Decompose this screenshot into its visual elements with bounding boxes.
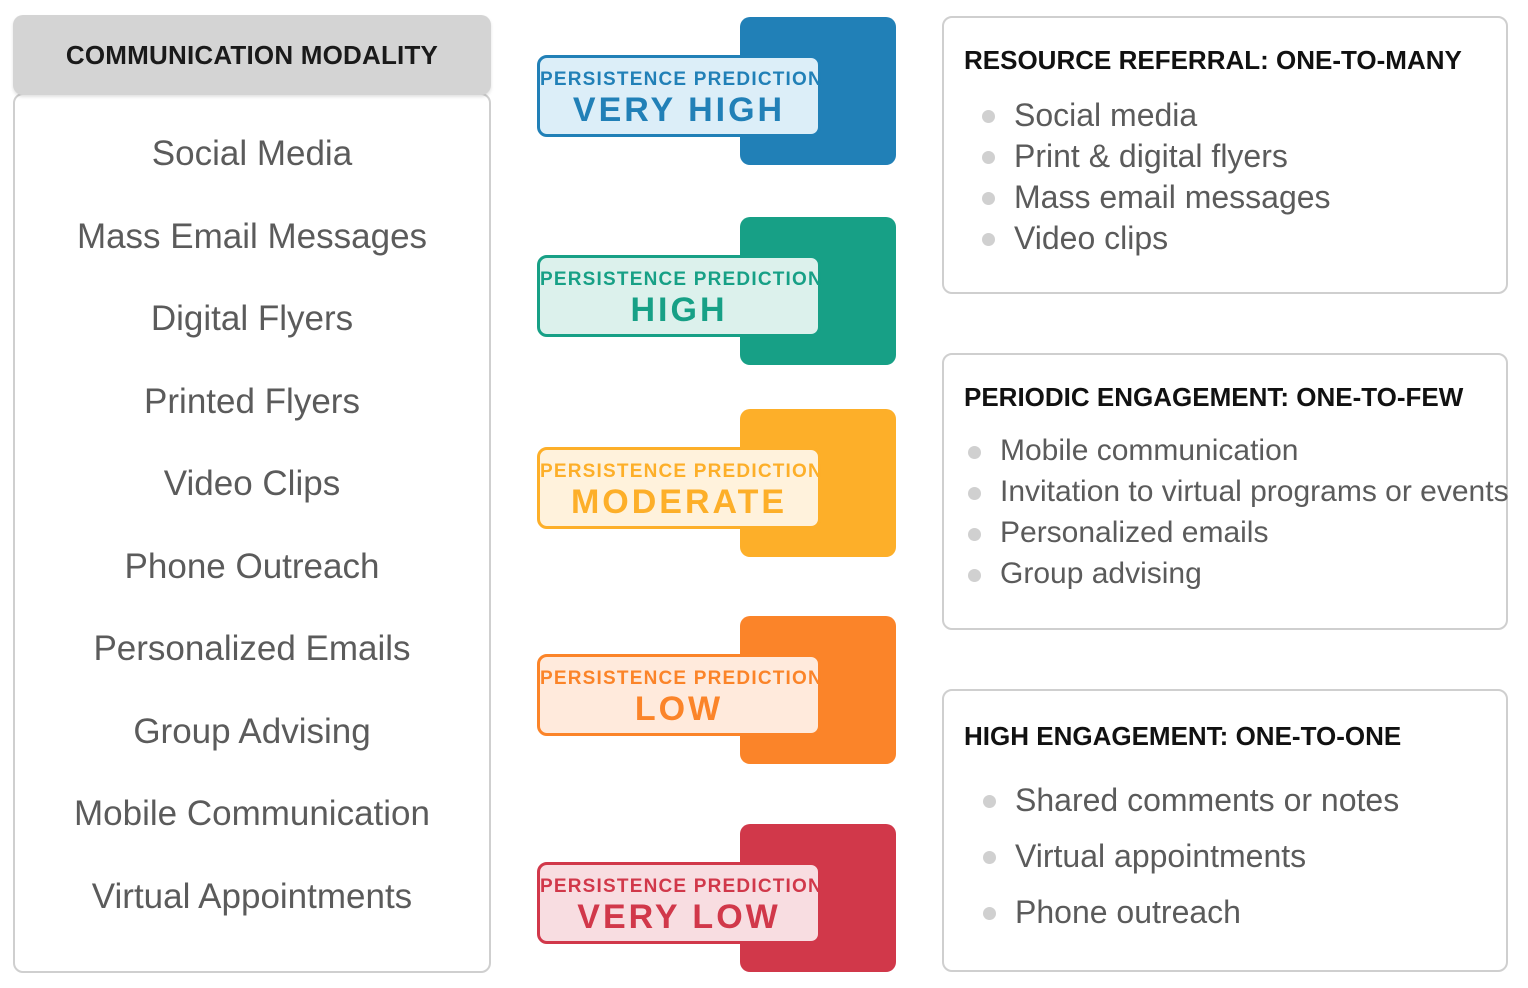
communication-modality-title: COMMUNICATION MODALITY <box>65 39 439 70</box>
high-engagement-item: Shared comments or notes <box>1015 782 1400 818</box>
modality-item-mass-email-messages: Mass Email Messages <box>76 217 428 256</box>
periodic-engagement-item: Invitation to virtual programs or events <box>1000 475 1509 508</box>
prediction-tag: PERSISTENCE PREDICTION VERY HIGH <box>537 55 823 137</box>
communication-modality-panel: COMMUNICATION MODALITY Social Media Mass… <box>13 15 491 973</box>
periodic-engagement-title: PERIODIC ENGAGEMENT: ONE-TO-FEW <box>964 382 1464 412</box>
communication-modality-list: Social Media Mass Email Messages Digital… <box>15 95 489 971</box>
prediction-badge-moderate: PERSISTENCE PREDICTION MODERATE <box>537 409 897 557</box>
modality-item-group-advising: Group Advising <box>133 712 371 751</box>
bullet-icon <box>968 446 981 459</box>
prediction-badge-very-low: PERSISTENCE PREDICTION VERY LOW <box>537 824 897 972</box>
high-engagement-title: HIGH ENGAGEMENT: ONE-TO-ONE <box>964 721 1402 751</box>
periodic-engagement-item: Mobile communication <box>1000 434 1299 467</box>
modality-item-social-media: Social Media <box>151 134 353 173</box>
prediction-tag: PERSISTENCE PREDICTION MODERATE <box>537 447 823 529</box>
high-engagement-item: Virtual appointments <box>1015 838 1307 874</box>
resource-referral-box: RESOURCE REFERRAL: ONE-TO-MANY Social me… <box>942 16 1508 294</box>
modality-item-mobile-communication: Mobile Communication <box>74 794 430 833</box>
periodic-engagement-box: PERIODIC ENGAGEMENT: ONE-TO-FEW Mobile c… <box>942 353 1509 630</box>
prediction-label: PERSISTENCE PREDICTION <box>540 876 823 897</box>
prediction-label: PERSISTENCE PREDICTION <box>540 69 823 90</box>
modality-item-printed-flyers: Printed Flyers <box>144 382 360 421</box>
modality-item-personalized-emails: Personalized Emails <box>93 629 411 668</box>
bullet-icon <box>983 795 996 808</box>
bullet-icon <box>968 569 981 582</box>
bullet-icon <box>983 851 996 864</box>
modality-item-digital-flyers: Digital Flyers <box>150 299 354 338</box>
bullet-icon <box>982 151 995 164</box>
modality-item-virtual-appointments: Virtual Appointments <box>91 877 413 916</box>
prediction-level: VERY HIGH <box>572 91 786 129</box>
prediction-label: PERSISTENCE PREDICTION <box>540 668 823 689</box>
resource-referral-item: Print & digital flyers <box>1014 138 1288 174</box>
resource-referral-title: RESOURCE REFERRAL: ONE-TO-MANY <box>964 45 1462 75</box>
communication-modality-header: COMMUNICATION MODALITY <box>13 15 491 95</box>
prediction-label: PERSISTENCE PREDICTION <box>540 461 823 482</box>
bullet-icon <box>982 233 995 246</box>
periodic-engagement-item: Group advising <box>1000 557 1202 590</box>
bullet-icon <box>982 110 995 123</box>
high-engagement-item: Phone outreach <box>1015 894 1241 930</box>
prediction-tag: PERSISTENCE PREDICTION LOW <box>537 654 823 736</box>
prediction-tag: PERSISTENCE PREDICTION VERY LOW <box>537 862 823 944</box>
resource-referral-item: Mass email messages <box>1014 179 1331 215</box>
prediction-badge-very-high: PERSISTENCE PREDICTION VERY HIGH <box>537 17 897 165</box>
modality-item-video-clips: Video Clips <box>163 464 341 503</box>
bullet-icon <box>968 528 981 541</box>
periodic-engagement-item: Personalized emails <box>1000 516 1269 549</box>
bullet-icon <box>982 192 995 205</box>
prediction-level: LOW <box>634 690 724 728</box>
prediction-level: MODERATE <box>570 483 788 521</box>
bullet-icon <box>983 907 996 920</box>
prediction-badge-low: PERSISTENCE PREDICTION LOW <box>537 616 897 764</box>
resource-referral-item: Video clips <box>1014 220 1169 256</box>
prediction-tag: PERSISTENCE PREDICTION HIGH <box>537 255 823 337</box>
bullet-icon <box>968 487 981 500</box>
prediction-label: PERSISTENCE PREDICTION <box>540 269 823 290</box>
prediction-badge-high: PERSISTENCE PREDICTION HIGH <box>537 217 897 365</box>
prediction-level: HIGH <box>630 291 728 329</box>
modality-item-phone-outreach: Phone Outreach <box>124 547 380 586</box>
prediction-level: VERY LOW <box>577 898 781 936</box>
high-engagement-box: HIGH ENGAGEMENT: ONE-TO-ONE Shared comme… <box>942 689 1508 972</box>
resource-referral-item: Social media <box>1014 97 1198 133</box>
communication-modality-list-box: Social Media Mass Email Messages Digital… <box>13 93 491 973</box>
